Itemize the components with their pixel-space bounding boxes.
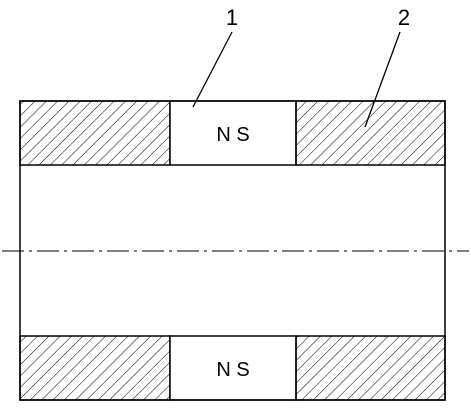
callout-label-1: 1 xyxy=(226,5,238,30)
top-hatched-section-left xyxy=(19,100,171,166)
callout-label-2: 2 xyxy=(398,5,410,30)
top-magnet-block xyxy=(169,100,297,166)
bottom-hatched-section-right xyxy=(295,335,446,401)
leader-line-1 xyxy=(192,31,233,108)
bottom-magnet-block xyxy=(169,335,297,401)
bottom-hatched-section-left xyxy=(19,335,171,401)
top-magnet-label: N S xyxy=(216,124,249,146)
bottom-magnet-label: N S xyxy=(216,359,249,381)
leader-line-2 xyxy=(364,31,401,128)
